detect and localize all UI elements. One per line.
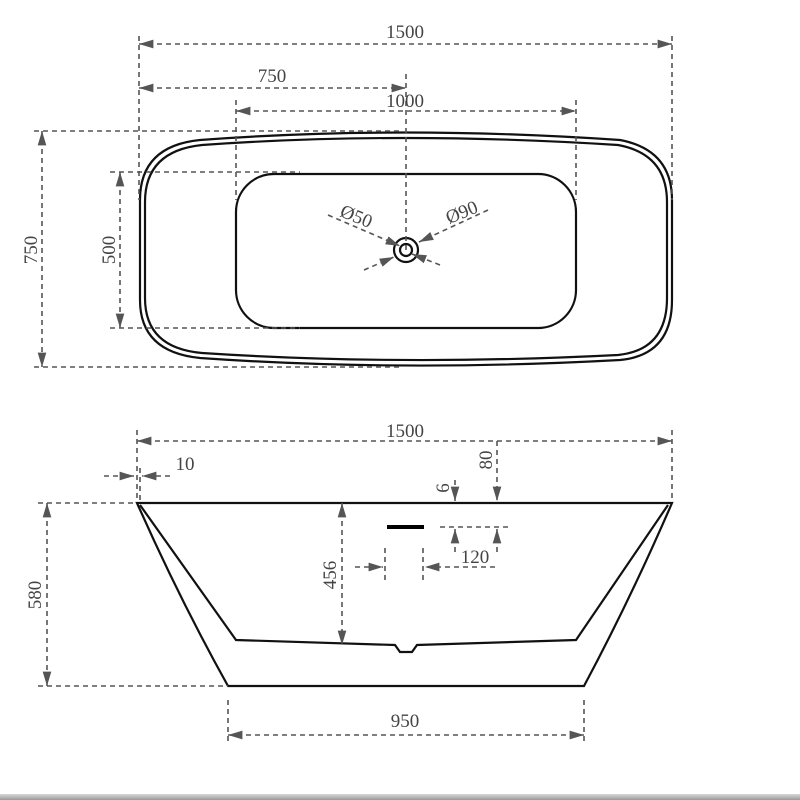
label-overall-height: 580 <box>25 581 46 610</box>
label-drain-diameter: Ø50 <box>337 201 375 233</box>
drain-inner <box>398 242 414 258</box>
dim-line-drain-90 <box>363 256 395 271</box>
dim-line-drain-90 <box>418 209 489 243</box>
label-base-length: 950 <box>391 711 420 732</box>
label-overall-width: 750 <box>21 236 42 265</box>
label-overflow-width: 120 <box>461 547 490 568</box>
tub-rim-inner-outline <box>143 136 669 362</box>
label-overflow-height: 6 <box>433 483 454 493</box>
label-basin-length: 1000 <box>386 91 424 112</box>
dim-line-drain-50 <box>327 214 401 247</box>
basin-outline <box>234 172 578 330</box>
label-rim-offset: 10 <box>176 454 195 475</box>
label-overflow-from-rim: 80 <box>476 451 497 470</box>
side-view: 1500 10 80 6 120 456 580 950 <box>25 421 674 745</box>
tub-side-outline <box>135 501 674 688</box>
label-drain-outer-diameter: Ø90 <box>443 197 481 229</box>
tub-side-inner-outline <box>139 504 669 654</box>
bottom-edge-strip <box>0 794 800 800</box>
label-overall-length-top: 1500 <box>386 22 424 43</box>
tub-outer-outline <box>138 131 674 367</box>
label-half-length: 750 <box>258 66 287 87</box>
label-overall-length-side: 1500 <box>386 421 424 442</box>
top-view: 1500 750 1000 750 500 Ø50 Ø90 <box>21 22 674 368</box>
label-basin-width: 500 <box>99 236 120 265</box>
label-inner-depth: 456 <box>320 561 341 590</box>
